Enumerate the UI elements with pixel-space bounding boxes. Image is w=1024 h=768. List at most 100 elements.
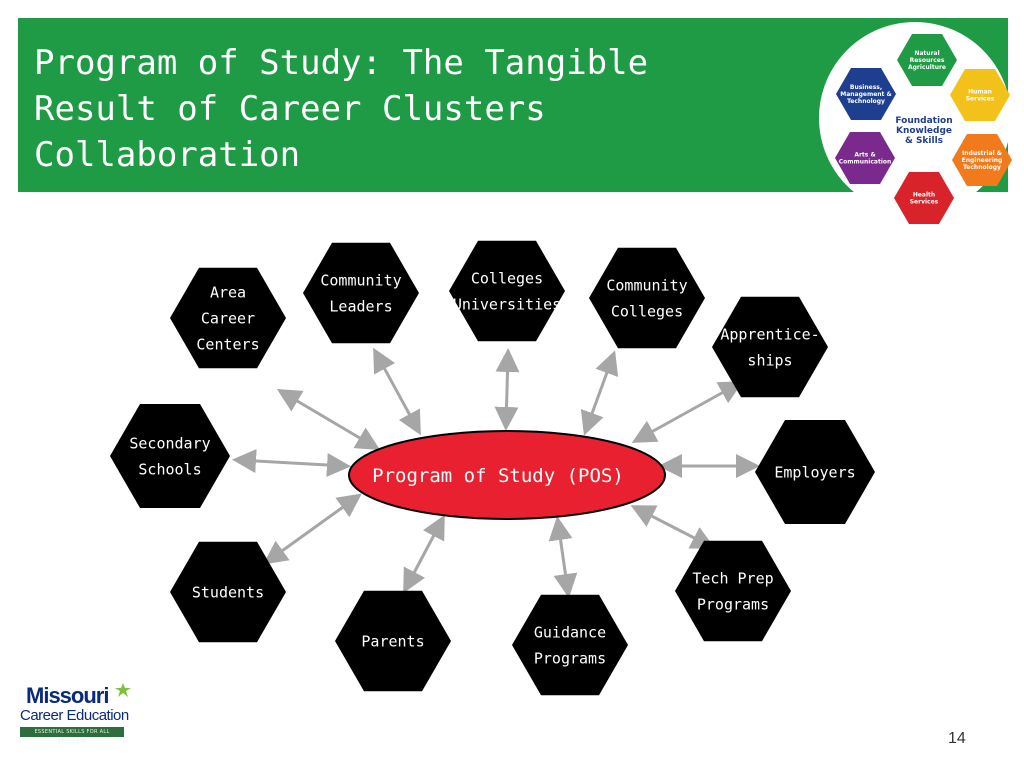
connector-arrow bbox=[494, 348, 520, 431]
hexagon-node-apprenticeships: Apprentice-ships bbox=[712, 296, 828, 398]
connector-arrow bbox=[232, 449, 351, 477]
cluster-hexagon-shape bbox=[950, 69, 1010, 121]
career-clusters-graphic: NaturalResourcesAgricultureHumanServices… bbox=[819, 22, 1012, 224]
hexagon-label-line-2: Schools bbox=[138, 460, 201, 478]
hexagon-shape bbox=[335, 590, 451, 692]
connection-arrows bbox=[232, 347, 760, 598]
hexagon-shape bbox=[170, 541, 286, 643]
hexagon-shape bbox=[110, 404, 230, 508]
cluster-label-line-2: Communication bbox=[839, 159, 892, 166]
cluster-label-line-2: Services bbox=[910, 199, 939, 206]
cluster-label-line-2: Management & bbox=[840, 91, 892, 98]
hexagon-label-line-1: Apprentice- bbox=[720, 325, 819, 343]
cluster-label-line-3: Agriculture bbox=[908, 64, 946, 71]
hexagon-label-line-1: Secondary bbox=[129, 434, 210, 452]
slide-title: Program of Study: The Tangible Result of… bbox=[34, 40, 714, 178]
foundation-label-line-3: & Skills bbox=[905, 136, 943, 146]
hexagon-shape bbox=[589, 247, 705, 349]
hexagon-label-line-1: Parents bbox=[361, 632, 424, 650]
connector-arrow bbox=[548, 516, 578, 598]
hexagon-label-line-1: Employers bbox=[774, 463, 855, 481]
page-number: 14 bbox=[948, 730, 966, 747]
hexagon-label-line-2: Programs bbox=[697, 595, 769, 613]
slide-title-line-3: Collaboration bbox=[34, 135, 301, 175]
hexagon-shape bbox=[303, 242, 419, 344]
hexagon-label-line-1: Colleges bbox=[471, 269, 543, 287]
hexagon-shape bbox=[170, 267, 286, 369]
hexagon-shape bbox=[449, 240, 565, 342]
cluster-label-line-1: Industrial & bbox=[962, 150, 1002, 157]
connector-arrow bbox=[631, 381, 744, 443]
hexagon-label-line-3: Centers bbox=[196, 335, 259, 353]
foundation-label-line-2: Knowledge bbox=[896, 126, 952, 136]
cluster-hexagon-shape bbox=[836, 68, 896, 120]
connector-arrow bbox=[276, 388, 381, 451]
hexagon-label-line-2: Programs bbox=[534, 649, 606, 667]
cluster-hexagon-shape bbox=[835, 132, 895, 184]
hexagon-label-line-2: ships bbox=[747, 351, 792, 369]
cluster-label-line-1: Health bbox=[913, 192, 935, 199]
missouri-career-education-logo: Missouri Career Education ESSENTIAL SKIL… bbox=[18, 683, 131, 745]
program-of-study-label: Program of Study (POS) bbox=[372, 465, 624, 487]
hexagon-label-line-1: Tech Prep bbox=[692, 569, 773, 587]
connector-arrow bbox=[580, 350, 619, 436]
program-of-study-ellipse bbox=[348, 430, 666, 520]
hexagon-label-line-1: Community bbox=[320, 271, 401, 289]
cluster-hexagon-shape bbox=[894, 172, 954, 224]
cluster-hexagon: Business,Management &Technology bbox=[836, 68, 896, 120]
hexagon-label-line-1: Community bbox=[606, 276, 687, 294]
hexagon-shape bbox=[755, 420, 875, 524]
cluster-hexagon-shape bbox=[897, 34, 957, 86]
hexagon-label-line-2: Universities bbox=[453, 295, 561, 313]
hexagon-label-line-2: Colleges bbox=[611, 302, 683, 320]
slide-title-line-2: Result of Career Clusters bbox=[34, 89, 546, 129]
hexagon-node-students: Students bbox=[170, 541, 286, 643]
hexagon-label-line-1: Guidance bbox=[534, 623, 606, 641]
cluster-hexagon-shape bbox=[952, 134, 1012, 186]
partner-nodes: AreaCareerCentersCommunityLeadersCollege… bbox=[110, 240, 875, 696]
cluster-label-line-1: Natural bbox=[914, 50, 939, 57]
hexagon-node-parents: Parents bbox=[335, 590, 451, 692]
cluster-hexagon: Arts &Communication bbox=[835, 132, 895, 184]
hexagon-shape bbox=[675, 540, 791, 642]
connector-arrow bbox=[373, 347, 421, 436]
slide-title-line-1: Program of Study: The Tangible bbox=[34, 43, 649, 83]
hexagon-node-employers: Employers bbox=[755, 420, 875, 524]
hexagon-label-line-1: Area bbox=[210, 283, 246, 301]
cluster-label-line-2: Engineering bbox=[962, 157, 1003, 164]
hexagon-label-line-2: Career bbox=[201, 309, 255, 327]
hexagon-label-line-1: Students bbox=[192, 583, 264, 601]
foundation-label-line-1: Foundation bbox=[895, 116, 952, 126]
connector-arrow bbox=[263, 493, 362, 565]
cluster-label-line-1: Human bbox=[968, 89, 992, 96]
cluster-label-line-1: Business, bbox=[850, 84, 882, 91]
star-icon bbox=[115, 683, 131, 697]
cluster-label-line-3: Technology bbox=[963, 164, 1001, 171]
cluster-label-line-2: Services bbox=[966, 96, 995, 103]
program-of-study-node: Program of Study (POS) bbox=[348, 430, 666, 520]
hexagon-shape bbox=[712, 296, 828, 398]
cluster-label-line-3: Technology bbox=[847, 98, 885, 105]
connector-arrow bbox=[630, 505, 716, 549]
hexagon-label-line-2: Leaders bbox=[329, 297, 392, 315]
hexagon-shape bbox=[512, 594, 628, 696]
logo-missouri-text: Missouri bbox=[26, 683, 109, 708]
cluster-label-line-2: Resources bbox=[910, 57, 945, 64]
connector-arrow bbox=[403, 514, 445, 594]
logo-career-education-text: Career Education bbox=[20, 707, 129, 724]
logo-tagline: ESSENTIAL SKILLS FOR ALL STUDENTS bbox=[20, 727, 124, 745]
cluster-label-line-1: Arts & bbox=[854, 152, 875, 159]
